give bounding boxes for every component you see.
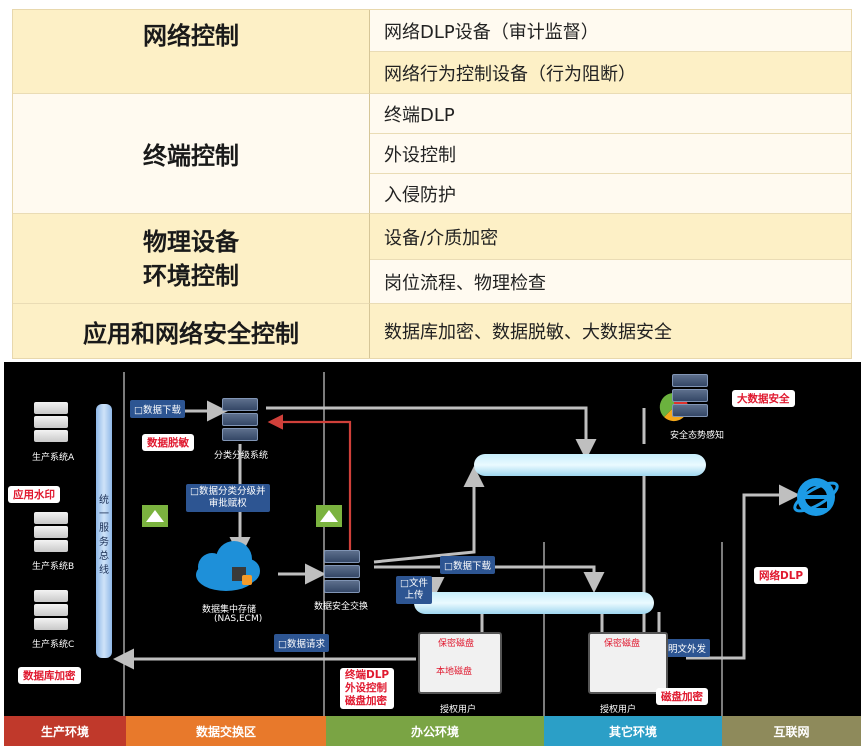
office-terminal bbox=[418, 632, 502, 694]
db-encrypt-tag: 数据库加密 bbox=[18, 667, 81, 684]
disk-encrypt-tag: 磁盘加密 bbox=[656, 688, 708, 705]
situation-server-icon bbox=[672, 374, 708, 419]
system-a-label: 生产系统A bbox=[32, 453, 75, 463]
flow-to-internet bbox=[686, 484, 800, 660]
physical-control-heading: 物理设备 环境控制 bbox=[13, 214, 370, 304]
classify-system-label: 分类分级系统 bbox=[214, 451, 269, 461]
classify-server-icon bbox=[222, 398, 258, 443]
control-table: 网络控制 网络DLP设备（审计监督） 网络行为控制设备（行为阻断） 终端控制 终… bbox=[12, 9, 852, 359]
zone-office: 办公环境 bbox=[326, 716, 544, 746]
data-pipe-top bbox=[474, 454, 706, 476]
intrusion-prevention-item: 入侵防护 bbox=[370, 174, 851, 214]
big-data-tag: 大数据安全 bbox=[732, 390, 795, 407]
service-bus bbox=[96, 404, 112, 658]
app-network-control-heading: 应用和网络安全控制 bbox=[13, 304, 370, 358]
data-pipe-bottom bbox=[414, 592, 654, 614]
terminal-dlp-item: 终端DLP bbox=[370, 94, 851, 134]
system-c-label: 生产系统C bbox=[32, 640, 75, 650]
storage-label: 数据集中存储 bbox=[202, 605, 257, 615]
network-dlp-item: 网络DLP设备（审计监督） bbox=[370, 10, 851, 52]
secret-disk-1: 保密磁盘 bbox=[438, 639, 475, 649]
exchange-label: 数据安全交换 bbox=[314, 602, 369, 612]
system-b-label: 生产系统B bbox=[32, 562, 75, 572]
server-icon-c bbox=[34, 590, 68, 632]
zone-internet: 互联网 bbox=[722, 716, 861, 746]
cloud-storage-icon bbox=[196, 541, 260, 591]
plain-out-label: 明文外发 bbox=[664, 639, 711, 657]
network-control-heading: 网络控制 bbox=[13, 10, 370, 94]
media-encrypt-item: 设备/介质加密 bbox=[370, 214, 851, 260]
app-watermark-tag: 应用水印 bbox=[8, 486, 60, 503]
physical-control-line2: 环境控制 bbox=[143, 261, 239, 290]
zone-exchange: 数据交换区 bbox=[126, 716, 326, 746]
zone-other: 其它环境 bbox=[544, 716, 722, 746]
server-icon-a bbox=[34, 402, 68, 444]
situation-label: 安全态势感知 bbox=[670, 431, 725, 441]
peripheral-control-item: 外设控制 bbox=[370, 134, 851, 174]
server-icon-b bbox=[34, 512, 68, 554]
classify-approve-label: □数据分类分级并审批赋权 bbox=[186, 484, 270, 512]
authorized-user-2: 授权用户 bbox=[600, 705, 637, 715]
secret-disk-2: 保密磁盘 bbox=[604, 639, 641, 649]
exchange-server-icon bbox=[324, 550, 360, 595]
storage-sub-label: (NAS,ECM) bbox=[214, 614, 263, 624]
data-request-label: □数据请求 bbox=[274, 634, 329, 652]
db-encrypt-item: 数据库加密、数据脱敏、大数据安全 bbox=[370, 304, 851, 358]
firewall-icon-2 bbox=[316, 505, 342, 527]
service-bus-label: 统一服务总线 bbox=[99, 495, 109, 576]
flow-red-return bbox=[267, 414, 352, 560]
file-upload-label: □文件上传 bbox=[396, 576, 432, 604]
architecture-diagram: 生产系统A 生产系统B 生产系统C 统一服务总线 分类分级系统 数据安全交换 数… bbox=[4, 362, 861, 746]
internet-explorer-icon bbox=[793, 478, 839, 516]
flow-exchange-pipe bbox=[373, 466, 485, 564]
download-label-1: □数据下载 bbox=[130, 400, 185, 418]
desensitize-tag: 数据脱敏 bbox=[142, 434, 194, 451]
net-dlp-tag: 网络DLP bbox=[754, 567, 809, 584]
flow-to-pipe bbox=[266, 406, 597, 460]
terminal-control-heading: 终端控制 bbox=[13, 94, 370, 214]
zone-production: 生产环境 bbox=[4, 716, 126, 746]
firewall-icon-1 bbox=[142, 505, 168, 527]
local-disk: 本地磁盘 bbox=[436, 667, 473, 677]
other-terminal bbox=[588, 632, 668, 694]
physical-control-line1: 物理设备 bbox=[143, 227, 239, 256]
authorized-user-1: 授权用户 bbox=[440, 705, 477, 715]
post-process-item: 岗位流程、物理检查 bbox=[370, 260, 851, 304]
download-label-2: □数据下载 bbox=[440, 556, 495, 574]
network-behavior-item: 网络行为控制设备（行为阻断） bbox=[370, 52, 851, 94]
